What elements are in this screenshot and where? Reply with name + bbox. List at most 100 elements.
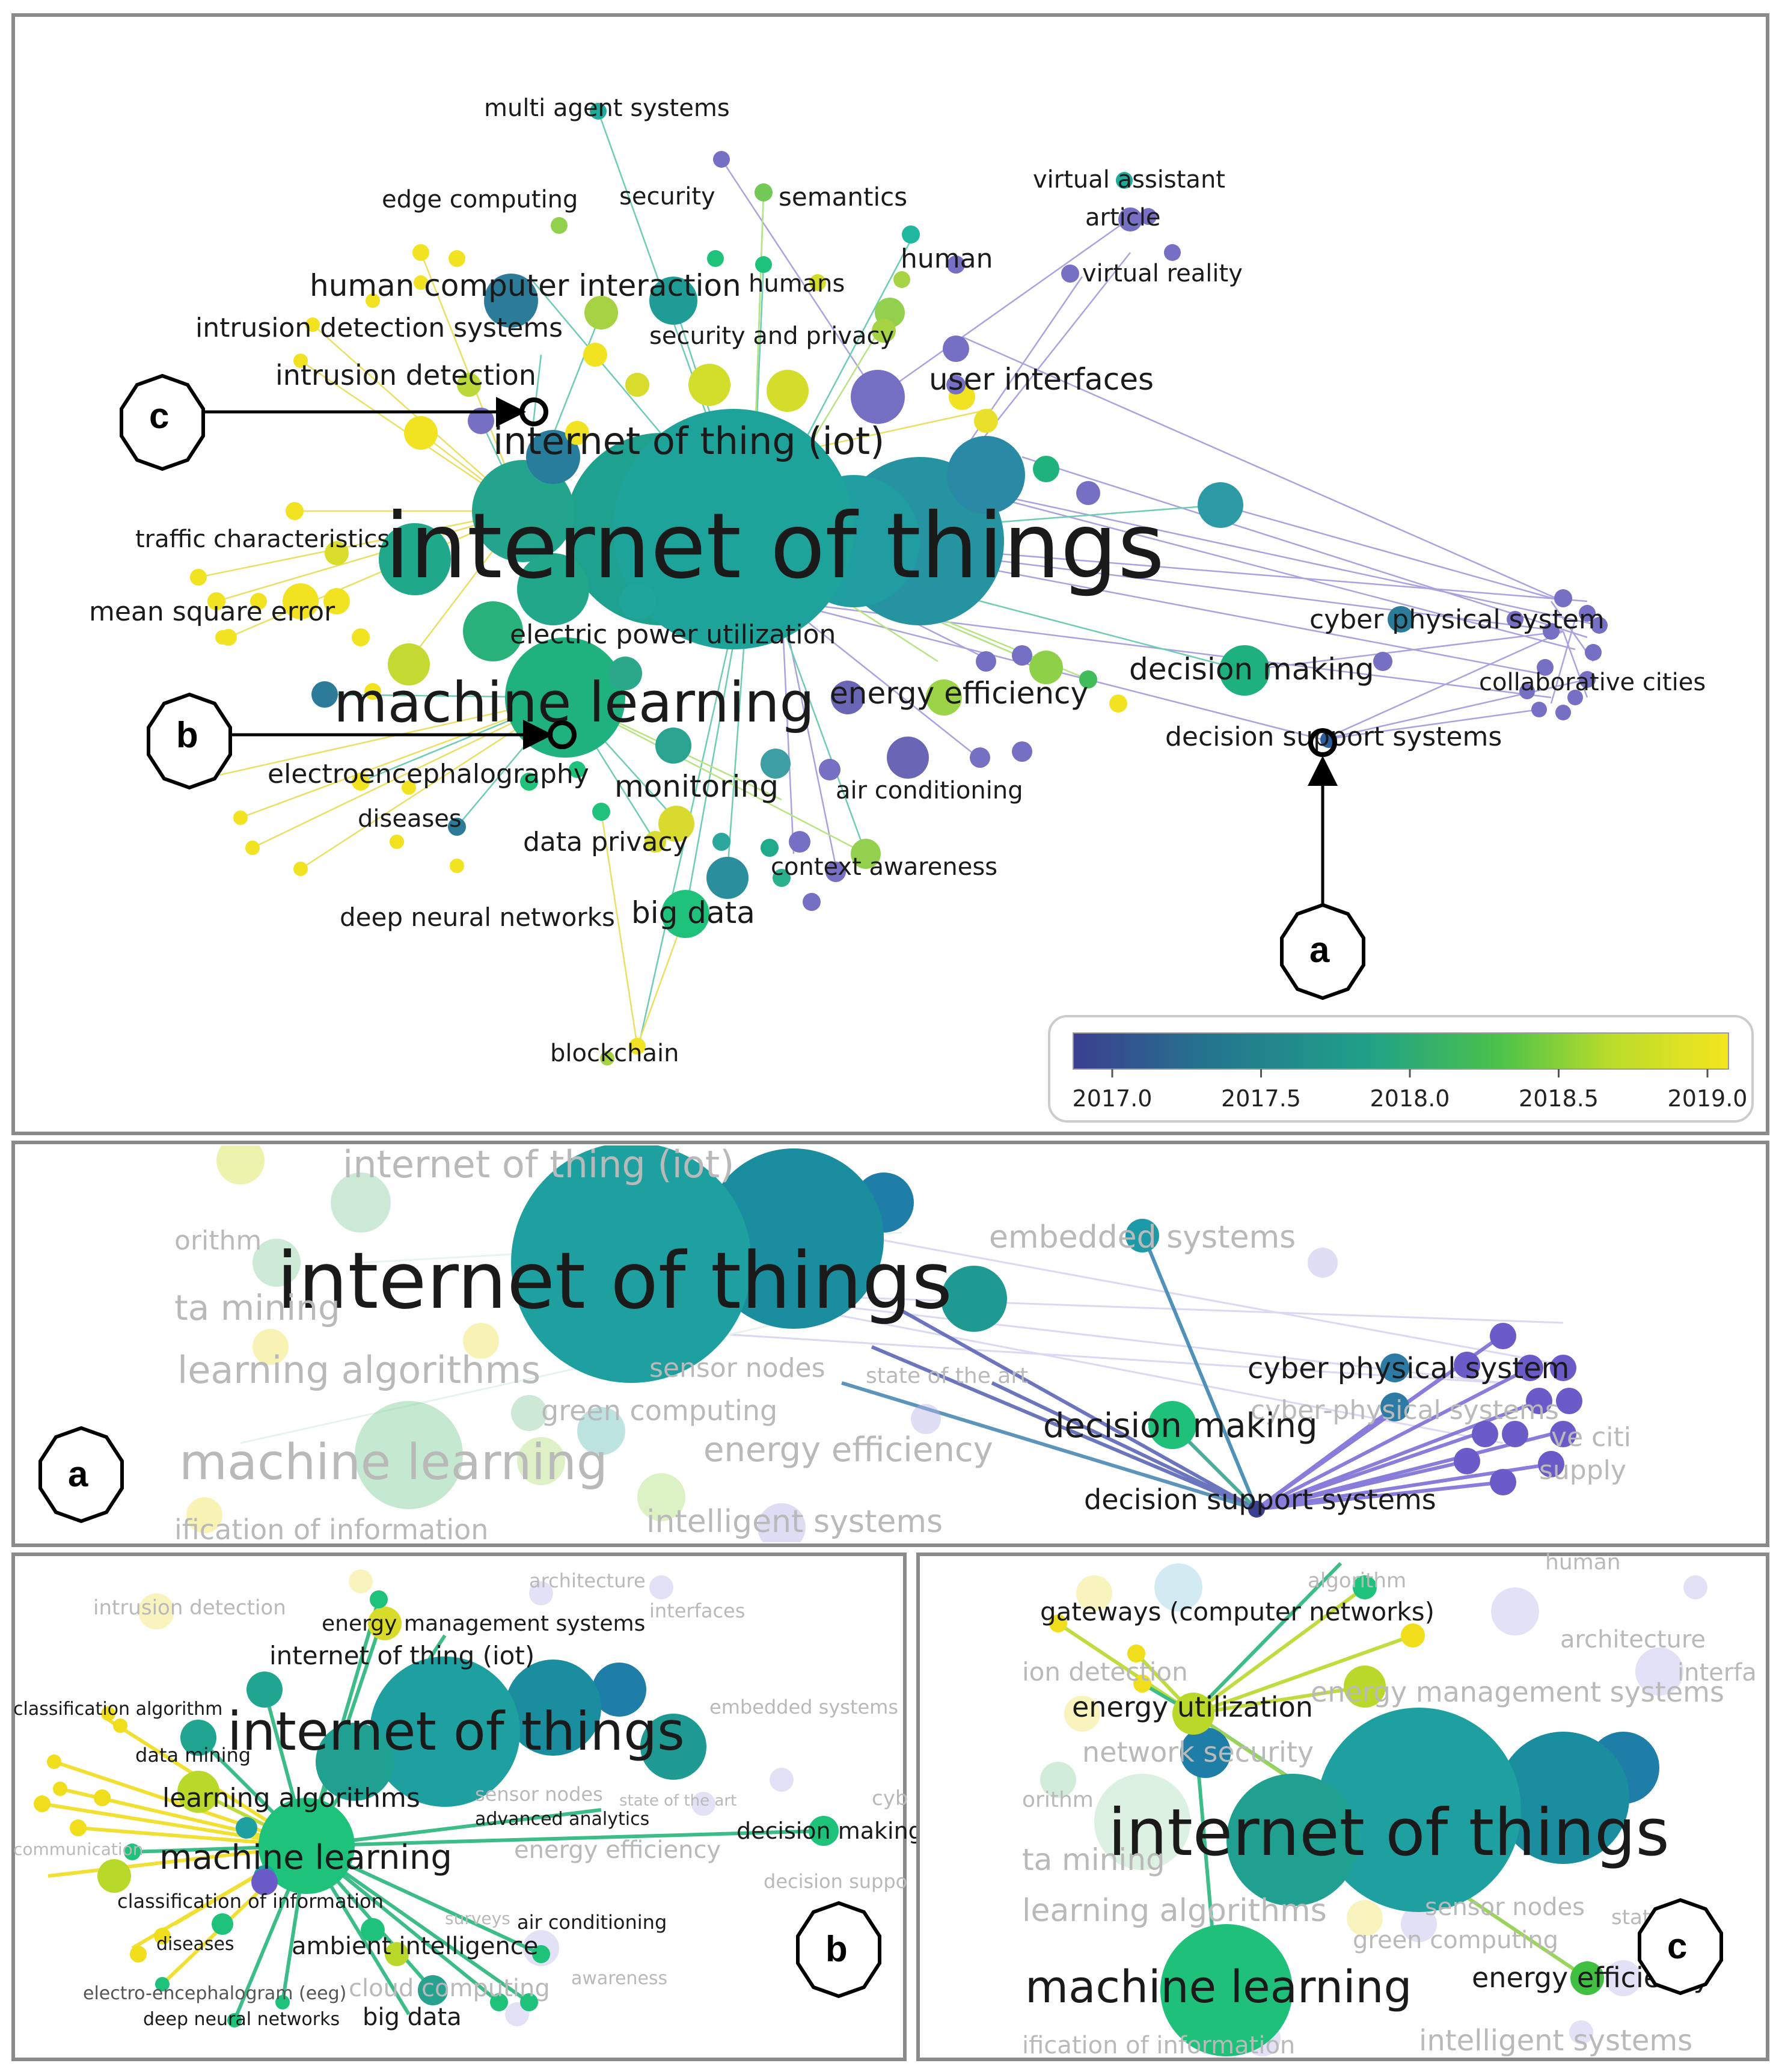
callout-b: b (147, 692, 577, 790)
label-multi-agent-systems: multi agent systems (484, 94, 730, 122)
callout-a: a (1280, 728, 1365, 1001)
label-collaborative-cities: collaborative cities (1479, 669, 1706, 696)
panel-c-label-internet-of-things: internet of things (1108, 1795, 1670, 1871)
panel-b-marker: b (796, 1901, 881, 1999)
panel-b-label-communication: communication (13, 1839, 144, 1859)
label-article: article (1085, 204, 1160, 231)
panel-c-label-interfa: interfa (1677, 1659, 1757, 1687)
label-edge-computing: edge computing (382, 186, 578, 213)
panel-c-label-learning-algorithms: learning algorithms (1022, 1893, 1327, 1929)
panel-a-label-machine-learning: machine learning (179, 1434, 608, 1491)
color-scale-tick-label: 2017.5 (1221, 1085, 1301, 1112)
panel-b-label-intrusion-detection: intrusion detection (93, 1596, 286, 1620)
main-network-nodes (190, 103, 1608, 1065)
panel-c-label-orithm: orithm (1022, 1788, 1094, 1812)
panel-b-label-air-conditioning: air conditioning (517, 1911, 667, 1934)
panel-b-label-decision-making: decision making (736, 1818, 923, 1844)
panel-b-label-awareness: awareness (571, 1968, 667, 1989)
label-intrusion-detection-systems: intrusion detection systems (195, 313, 563, 343)
panel-a-label-green-computing: green computing (541, 1394, 777, 1427)
panel-b-marker-letter: b (825, 1929, 848, 1969)
panel-c-marker-letter: c (1667, 1926, 1687, 1966)
panel-b-label-deep-neural-networks: deep neural networks (143, 2009, 340, 2030)
panel-c-label-machine-learning: machine learning (1025, 1961, 1412, 2013)
label-energy-efficiency: energy efficiency (830, 676, 1088, 711)
panel-b-label-ambient-intelligence: ambient intelligence (292, 1933, 538, 1960)
panel-a-label-embedded-systems: embedded systems (989, 1219, 1296, 1255)
label-traffic-characteristics: traffic characteristics (135, 526, 390, 553)
panel-c-label-algorithm: algorithm (1308, 1569, 1406, 1593)
panel-c-network (1040, 1562, 1707, 2056)
panel-c-label-energy-utilization: energy utilization (1072, 1691, 1313, 1723)
panel-a-network (186, 1145, 1582, 1542)
label-user-interfaces: user interfaces (929, 362, 1154, 397)
label-semantics: semantics (779, 182, 907, 212)
panel-b-label-big-data: big data (363, 2003, 462, 2031)
callout-b-letter: b (176, 715, 198, 755)
panel-a-label-internet-of-thing-iot: internet of thing (iot) (343, 1142, 734, 1186)
panel-b-label-advanced-analytics: advanced analytics (475, 1809, 649, 1830)
panel-c-label-architecture: architecture (1560, 1626, 1706, 1654)
panel-c-label-intelligent-systems: intelligent systems (1419, 2024, 1692, 2058)
panel-b-label-cyb: cyb (872, 1786, 908, 1810)
panel-b-label-classification-of-information: classification of information (117, 1890, 384, 1913)
panel-a-label-cyber-physical-systems: cyber-physical systems (1251, 1395, 1559, 1426)
panel-c-label-ion-detection: ion detection (1022, 1657, 1188, 1687)
panel-a-label-learning-algorithms: learning algorithms (177, 1348, 540, 1392)
panel-c-label-ta-mining: ta mining (1022, 1842, 1165, 1877)
panel-b-label-architecture: architecture (529, 1569, 646, 1592)
panel-b-label-sensor-nodes: sensor nodes (475, 1783, 603, 1806)
main-network-labels: multi agent systems edge computing secur… (89, 94, 1706, 1067)
panel-b-label-internet-of-thing-iot: internet of thing (iot) (269, 1641, 534, 1670)
panel-b-label-machine-learning: machine learning (159, 1838, 452, 1877)
label-security: security (619, 183, 715, 210)
panel-a-labels: internet of thing (iot) orithm embedded … (174, 1142, 1631, 1546)
color-scale-tick-label: 2019.0 (1668, 1085, 1748, 1112)
panel-b-label-cloud-computing: cloud computing (349, 1975, 550, 2002)
color-scale-tick-label: 2017.0 (1073, 1085, 1153, 1112)
label-machine-learning: machine learning (334, 670, 815, 735)
panel-a-label-ve-citi: ve citi (1551, 1422, 1631, 1453)
panel-c-label-gateways: gateways (computer networks) (1040, 1597, 1435, 1626)
label-human: human (901, 244, 993, 274)
color-scale-bar (1073, 1032, 1729, 1070)
panel-b-label-classification-algorithm: classification algorithm (13, 1699, 222, 1720)
panel-a-label-supply: supply (1539, 1455, 1626, 1486)
panel-c-label-network-security: network security (1082, 1736, 1314, 1768)
panel-a-label-intelligent-systems: intelligent systems (646, 1504, 943, 1540)
label-electric-power-utilization: electric power utilization (510, 619, 836, 650)
panel-b-label-diseases: diseases (156, 1934, 234, 1955)
panel-b-label-embedded-systems: embedded systems (709, 1696, 898, 1718)
panel-b-label-state-of-the-art: state of the art (619, 1792, 736, 1810)
callout-c: c (120, 373, 548, 471)
label-intrusion-detection: intrusion detection (275, 359, 536, 391)
label-big-data: big data (631, 895, 755, 930)
label-blockchain: blockchain (550, 1040, 679, 1067)
color-scale-tick-label: 2018.0 (1370, 1085, 1450, 1112)
panel-a-label-ification-of-information: ification of information (174, 1513, 488, 1546)
label-context-awareness: context awareness (771, 853, 997, 881)
panel-b-label-energy-management-systems: energy management systems (322, 1611, 645, 1636)
panel-b-network (34, 1569, 839, 2028)
label-virtual-reality: virtual reality (1082, 260, 1243, 287)
callout-a-letter: a (1309, 930, 1330, 970)
panel-c-label-ification-of-information: ification of information (1022, 2032, 1295, 2059)
panel-c-marker: c (1638, 1898, 1723, 1996)
panel-a-marker: a (38, 1426, 124, 1524)
panel-c-label-green-computing: green computing (1353, 1926, 1558, 1954)
label-mean-square-error: mean square error (89, 596, 335, 627)
zoom-panel-b (11, 1552, 907, 2061)
label-humans: humans (749, 270, 845, 298)
panel-a-label-energy-efficiency: energy efficiency (703, 1430, 993, 1470)
panel-b-label-learning-algorithms: learning algorithms (162, 1783, 420, 1813)
label-human-computer-interaction: human computer interaction (310, 268, 741, 303)
panel-b-label-energy-efficiency: energy efficiency (514, 1836, 721, 1864)
label-decision-making: decision making (1129, 652, 1374, 687)
label-data-privacy: data privacy (523, 827, 688, 857)
panel-a-label-decision-making: decision making (1043, 1406, 1318, 1445)
label-virtual-assistant: virtual assistant (1033, 166, 1225, 194)
panel-a-label-state-of-the-art: state of the art (866, 1364, 1028, 1388)
panel-a-label-decision-support-systems: decision support systems (1084, 1483, 1436, 1516)
